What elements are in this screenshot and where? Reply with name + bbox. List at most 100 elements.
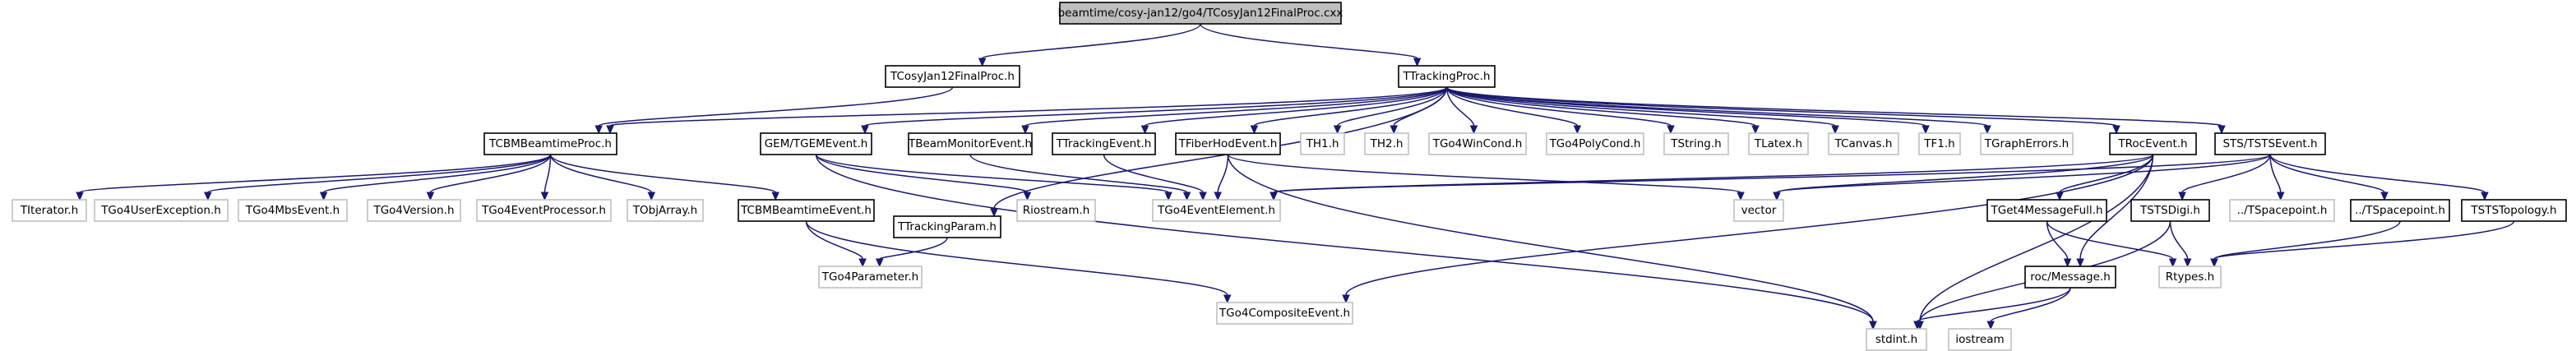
- graph-node-tgo4version-h: TGo4Version.h: [367, 199, 461, 222]
- node-box: [1059, 2, 1342, 25]
- edge-cbmbeamtimeproc-h-to-tgo4version-h: [429, 154, 552, 193]
- node-label: TTrackingParam.h: [897, 220, 997, 233]
- node-box: [1300, 132, 1345, 155]
- arrowhead: [2218, 125, 2226, 135]
- arrowhead: [2168, 258, 2177, 268]
- node-label: TGo4PolyCond.h: [1549, 137, 1641, 150]
- node-box: [1663, 132, 1729, 155]
- graph-node-tcbmbeamtimeevent-h[interactable]: TCBMBeamtimeEvent.h: [738, 199, 875, 222]
- node-box: [1052, 132, 1156, 155]
- node-label: TGo4EventElement.h: [1157, 204, 1275, 217]
- node-label: TTrackingProc.h: [1403, 70, 1491, 83]
- edge-trackingproc-h-to-gem-tgemevent-h: [864, 86, 1448, 127]
- arrowhead: [1831, 125, 1839, 135]
- node-label: TCBMBeamtimeProc.h: [488, 137, 612, 150]
- arrowhead: [1021, 125, 1029, 135]
- arrowhead: [1469, 125, 1478, 135]
- node-box: [1364, 132, 1409, 155]
- node-box: [2024, 266, 2116, 289]
- node-label: TCBMBeamtimeEvent.h: [740, 204, 872, 217]
- graph-node-tbeammonitorevent-h[interactable]: TBeamMonitorEvent.h: [908, 132, 1033, 155]
- node-box: [2461, 199, 2567, 222]
- graph-node-gem-tgemevent-h[interactable]: GEM/TGEMEvent.h: [760, 132, 872, 155]
- node-label: TBeamMonitorEvent.h: [908, 137, 1032, 150]
- graph-node-tgo4parameter-h: TGo4Parameter.h: [818, 266, 923, 289]
- graph-node-roc-message-h[interactable]: roc/Message.h: [2024, 266, 2116, 289]
- graph-node-rtypes-h: Rtypes.h: [2158, 266, 2222, 289]
- graph-node-riostream-h: Riostream.h: [1016, 199, 1096, 222]
- arrowhead: [2178, 192, 2186, 201]
- edge-root-to-finalproc-h: [981, 23, 1201, 59]
- graph-node-trackingproc-h[interactable]: TTrackingProc.h: [1398, 65, 1496, 88]
- arrowhead: [1773, 192, 1781, 201]
- graph-node-tgo4eventelement-h: TGo4EventElement.h: [1152, 199, 1281, 222]
- node-label: Rtypes.h: [2166, 270, 2214, 284]
- edge-cbmbeamtimeproc-h-to-titerator-h: [79, 154, 552, 193]
- node-label: TLatex.h: [1754, 137, 1802, 150]
- arrowhead: [1390, 125, 1399, 135]
- node-box: [1016, 199, 1096, 222]
- edge-roc-message-h-to-stdint-h: [1917, 287, 2071, 322]
- arrowhead: [540, 192, 549, 201]
- graph-node-tgo4wincond-h: TGo4WinCond.h: [1428, 132, 1527, 155]
- edge-cbmbeamtimeproc-h-to-tcbmbeamtimeevent-h: [549, 154, 776, 193]
- node-box: [908, 132, 1033, 155]
- edge-sts-tstsevent-h-to-dotdot-tspacepoint-h-1: [2269, 154, 2282, 193]
- node-box: [12, 199, 87, 222]
- node-box: [2214, 132, 2326, 155]
- graph-node-th2-h: TH2.h: [1364, 132, 1409, 155]
- node-label: TObjArray.h: [632, 204, 697, 217]
- edge-sts-tstsevent-h-to-dotdot-tspacepoint-h-2: [2269, 154, 2385, 193]
- node-box: [1986, 199, 2107, 222]
- graph-node-dotdot-tspacepoint-h-2[interactable]: ../TSpacepoint.h: [2350, 199, 2450, 222]
- arrowhead: [1751, 125, 1760, 135]
- node-label: TIterator.h: [20, 204, 78, 217]
- graph-node-sts-tstsevent-h[interactable]: STS/TSTSEvent.h: [2214, 132, 2326, 155]
- edge-cbmbeamtimeproc-h-to-tgo4eventprocessor-h: [543, 154, 552, 193]
- graph-node-ttrackingparam-h[interactable]: TTrackingParam.h: [893, 215, 1001, 238]
- graph-node-ttrackingevent-h[interactable]: TTrackingEvent.h: [1052, 132, 1156, 155]
- graph-node-finalproc-h[interactable]: TCosyJan12FinalProc.h: [885, 65, 1020, 88]
- graph-node-trocevent-h[interactable]: TRocEvent.h: [2109, 132, 2197, 155]
- graph-node-root[interactable]: beamtime/cosy-jan12/go4/TCosyJan12FinalP…: [1058, 2, 1343, 25]
- node-label: TString.h: [1670, 137, 1721, 150]
- arrowhead: [1250, 125, 1259, 135]
- node-box: [1152, 199, 1281, 222]
- node-label: TGo4MbsEvent.h: [245, 204, 340, 217]
- arrowhead: [1986, 321, 1995, 330]
- graph-node-titerator-h: TIterator.h: [12, 199, 87, 222]
- graph-node-tstsdigi-h[interactable]: TSTSDigi.h: [2130, 199, 2210, 222]
- edge-trackingproc-h-to-tgrapherrors-h: [1445, 86, 1988, 127]
- graph-node-tget4messagefull-h[interactable]: TGet4MessageFull.h: [1986, 199, 2107, 222]
- node-label: TSTSTopology.h: [2470, 204, 2556, 217]
- node-label: Riostream.h: [1023, 204, 1090, 217]
- graph-node-tststopology-h[interactable]: TSTSTopology.h: [2461, 199, 2567, 222]
- node-label: TFiberHodEvent.h: [1178, 137, 1278, 150]
- node-box: [476, 199, 612, 222]
- edge-cbmbeamtimeproc-h-to-tgo4userexception-h: [207, 154, 552, 193]
- node-label: stdint.h: [1875, 333, 1917, 346]
- edge-trackingproc-h-to-tstring-h: [1445, 86, 1672, 127]
- arrowhead: [2481, 192, 2489, 201]
- arrowhead: [2076, 258, 2084, 268]
- graph-node-tfiberhodevent-h[interactable]: TFiberHodEvent.h: [1175, 132, 1281, 155]
- graph-node-cbmbeamtimeproc-h[interactable]: TCBMBeamtimeProc.h: [483, 132, 617, 155]
- node-label: TGo4WinCond.h: [1432, 137, 1523, 150]
- nodes-layer: beamtime/cosy-jan12/go4/TCosyJan12FinalP…: [12, 2, 2567, 351]
- node-label: TF1.h: [1923, 137, 1954, 150]
- node-box: [627, 199, 704, 222]
- edge-trackingproc-h-to-tgo4polycond-h: [1445, 86, 1579, 127]
- arrowhead: [2056, 192, 2064, 201]
- arrowhead: [426, 192, 435, 201]
- edge-tget4messagefull-h-to-roc-message-h: [2046, 220, 2069, 260]
- edge-trackingproc-h-to-tlatex-h: [1445, 86, 1756, 127]
- edge-trackingproc-h-to-tfiberhodevent-h: [1253, 86, 1448, 127]
- arrowhead: [204, 192, 212, 201]
- node-box: [94, 199, 229, 222]
- node-label: TGraphErrors.h: [1984, 137, 2069, 150]
- node-label: TH2.h: [1370, 137, 1404, 150]
- node-label: STS/TSTSEvent.h: [2222, 137, 2317, 150]
- graph-node-tcanvas-h: TCanvas.h: [1828, 132, 1899, 155]
- node-box: [1175, 132, 1281, 155]
- arrowhead: [1333, 125, 1342, 135]
